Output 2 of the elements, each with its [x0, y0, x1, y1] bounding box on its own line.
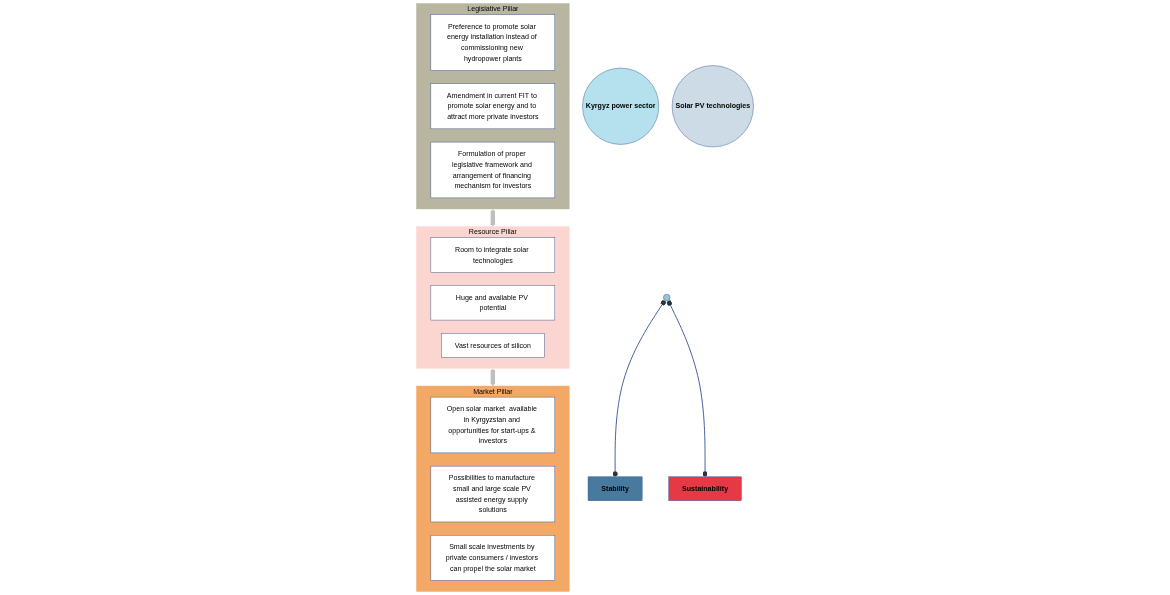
- node-circle: [663, 293, 671, 302]
- arrow: [490, 208, 496, 227]
